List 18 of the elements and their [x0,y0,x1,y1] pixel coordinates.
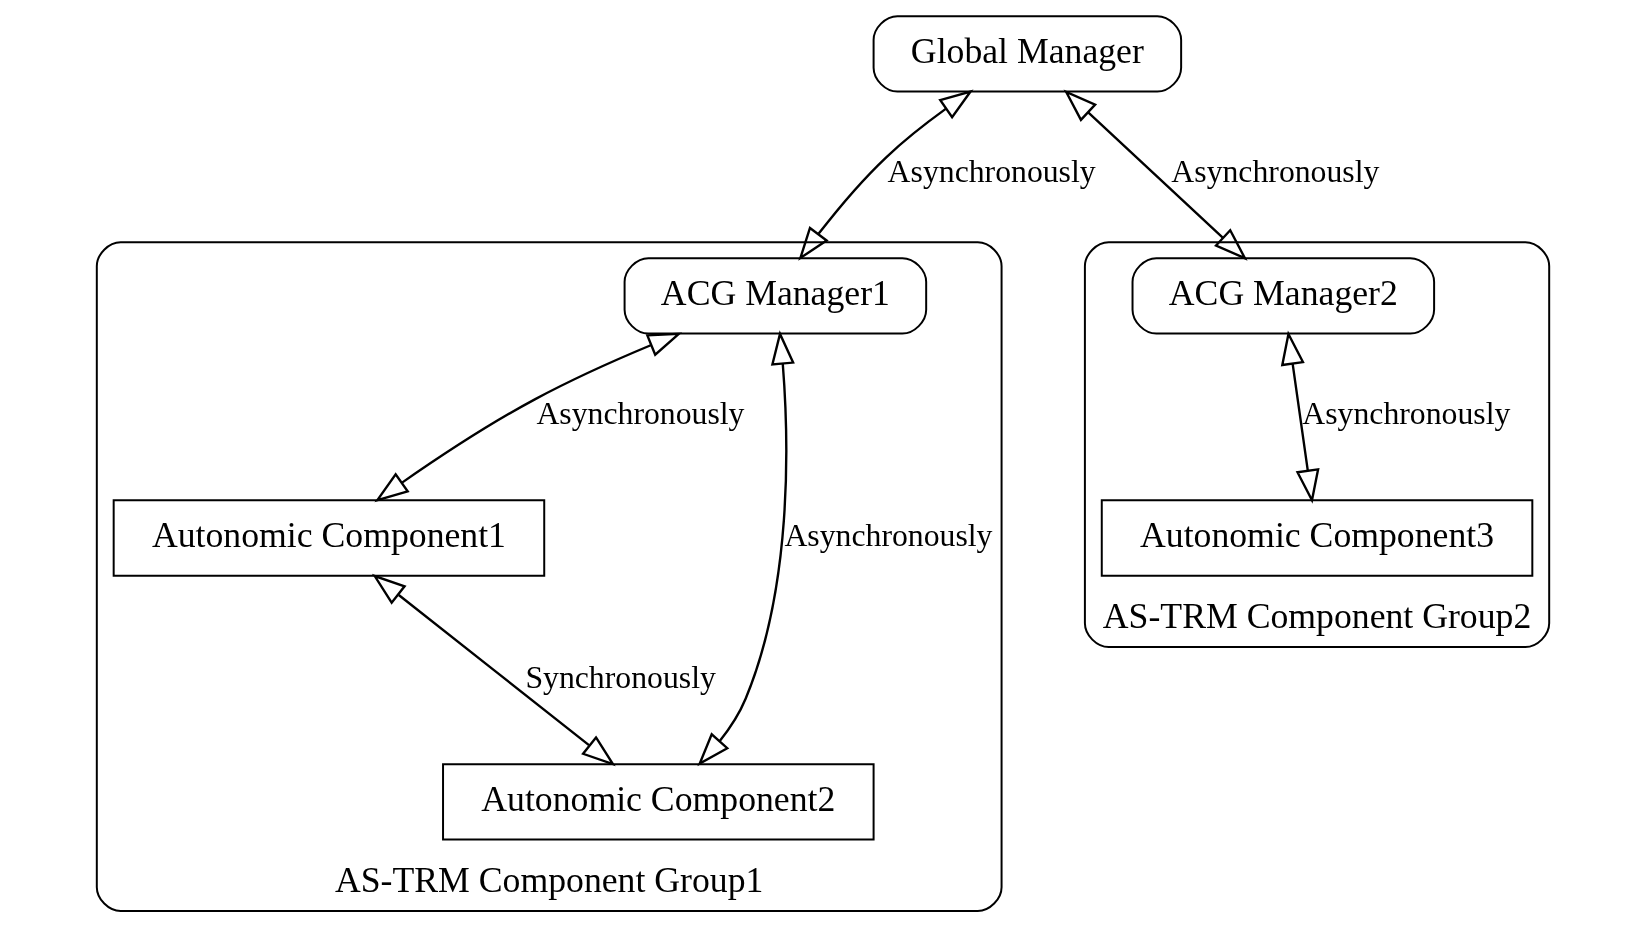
edge-label: Asynchronously [1171,154,1380,190]
arrow [374,332,683,503]
node-box: ACG Manager2 [1131,257,1436,335]
arrow [1063,89,1248,261]
edge-label: Synchronously [525,660,716,696]
arrow [697,330,795,767]
node-box: Autonomic Component1 [112,499,546,577]
arrow [371,573,616,767]
edge-label: Asynchronously [887,154,1096,190]
arrow [798,89,974,261]
node-box: ACG Manager1 [623,257,928,335]
edge-label: Asynchronously [1302,396,1511,432]
node-box: Autonomic Component3 [1100,499,1534,577]
node-box: Global Manager [872,15,1183,93]
arrow [1280,330,1320,504]
node-box: Autonomic Component2 [442,763,875,841]
edge-label: Asynchronously [784,517,993,553]
edge-label: Asynchronously [536,396,745,432]
